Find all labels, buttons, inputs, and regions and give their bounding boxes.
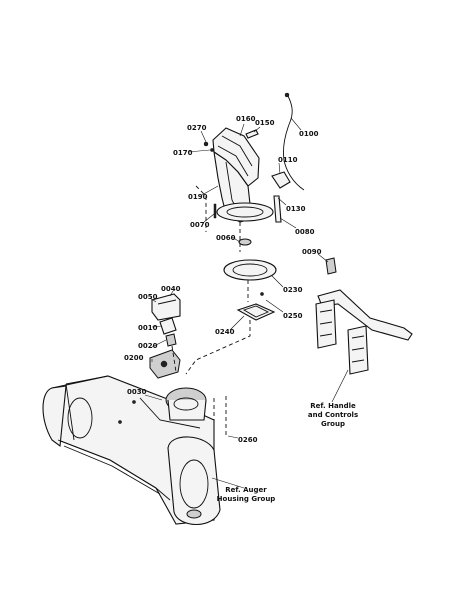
callout-0020: 0020: [138, 342, 158, 350]
callout-0240: 0240: [215, 328, 235, 336]
callout-0030: 0030: [127, 388, 147, 396]
washer-0170: [210, 148, 214, 152]
leader-lines: [144, 117, 349, 489]
ref-handle-line2: and Controls: [308, 411, 358, 419]
bushing-0020: [165, 333, 177, 347]
crank-bracket: [271, 171, 291, 189]
crank-rod-end: [284, 92, 290, 98]
chute-ring-group: [223, 259, 277, 321]
callout-0010: 0010: [138, 324, 158, 332]
auger-housing: [42, 375, 221, 525]
callout-0100: 0100: [299, 130, 319, 138]
callout-0160: 0160: [236, 115, 256, 123]
pin-0150: [245, 129, 259, 139]
callout-0260: 0260: [238, 436, 258, 444]
assembly-lines: [171, 185, 251, 436]
ref-handle-line3: Group: [321, 420, 345, 428]
callout-labels: 0270 0160 0150 0100 0170 0110 0190 0130 …: [124, 115, 322, 444]
callout-0040: 0040: [161, 285, 181, 293]
control-knob-0090: [325, 257, 337, 275]
callout-0090: 0090: [302, 248, 322, 256]
callout-0170: 0170: [173, 149, 193, 157]
callout-0070: 0070: [190, 221, 210, 229]
reference-notes: Ref. Handle and Controls Group Ref. Auge…: [217, 402, 358, 503]
ref-auger-line2: Housing Group: [217, 495, 276, 503]
chute-ring-0230: [223, 259, 277, 281]
rod-0080: [273, 195, 282, 223]
chute-base-flange: [216, 202, 274, 222]
auger-shaft-end: [186, 509, 202, 519]
hex-nut-0270: [203, 141, 209, 147]
chute-assembly: [203, 92, 305, 246]
callout-0130: 0130: [286, 205, 306, 213]
callout-0250: 0250: [283, 312, 303, 320]
callout-0270: 0270: [187, 124, 207, 132]
callout-0150: 0150: [255, 119, 275, 127]
callout-0230: 0230: [283, 286, 303, 294]
handle-left-upright: [315, 299, 337, 349]
bolt-0070: [213, 203, 217, 219]
plate-0240: [236, 303, 276, 321]
callout-0110: 0110: [278, 156, 298, 164]
chute-crank-rod: [283, 95, 305, 191]
callout-0200: 0200: [124, 354, 144, 362]
crank-gear-group: [149, 293, 181, 379]
housing-right-side: [167, 436, 221, 525]
callout-0080: 0080: [295, 228, 315, 236]
nut-0060: [238, 238, 252, 246]
callout-0060: 0060: [216, 234, 236, 242]
callout-0190: 0190: [188, 193, 208, 201]
callout-0050: 0050: [138, 293, 158, 301]
ref-auger-line1: Ref. Auger: [225, 486, 267, 494]
housing-left-side: [42, 385, 67, 448]
bracket-0010: [159, 317, 177, 335]
handle-controls: [315, 257, 413, 375]
handle-right-upright: [347, 325, 369, 375]
ref-handle-line1: Ref. Handle: [310, 402, 356, 410]
